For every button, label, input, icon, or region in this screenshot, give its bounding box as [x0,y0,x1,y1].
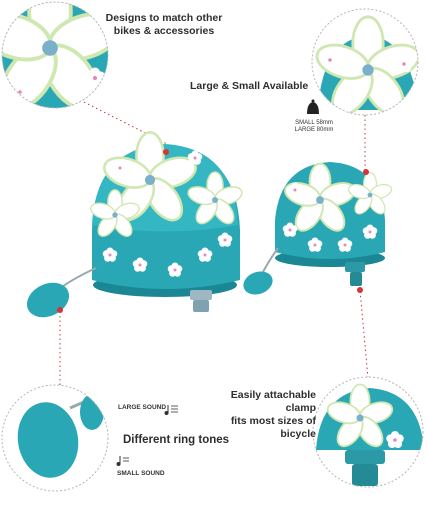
marker-dot-designs [163,149,169,155]
leader-lines [59,99,369,385]
zoom-circle-tones [1,384,109,492]
zoom-circle-designs [1,1,109,109]
caption-ring-tones: Different ring tones [123,434,230,446]
size-small: SMALL 58mm [295,120,333,126]
caption-sizes: Large & Small Available [190,80,309,92]
size-readout: SMALL 58mm LARGE 80mm [292,120,336,134]
marker-dot-sizes [363,169,369,175]
caption-designs: Designs to match other bikes & accessori… [104,12,224,38]
caption-designs-line2: bikes & accessories [113,25,215,37]
music-note-icon [116,456,129,466]
marker-dot-clamp [357,287,363,293]
small-bell [243,162,394,295]
zoom-circle-clamp [312,376,424,488]
label-large-sound: LARGE SOUND [118,404,167,411]
leader-clamp [359,289,369,379]
music-note-icon [164,405,178,415]
caption-clamp-line2: fits most sizes of bicycle [230,415,316,440]
marker-dot-tones [57,307,63,313]
caption-clamp-line1: Easily attachable clamp [230,389,316,414]
zoom-circle-sizes [311,8,419,116]
bell-icon [307,99,319,114]
caption-designs-line1: Designs to match other [105,12,223,24]
label-small-sound: SMALL SOUND [117,470,165,477]
size-large: LARGE 80mm [294,127,334,133]
caption-clamp: Easily attachable clamp fits most sizes … [200,389,316,441]
large-bell [26,131,245,318]
